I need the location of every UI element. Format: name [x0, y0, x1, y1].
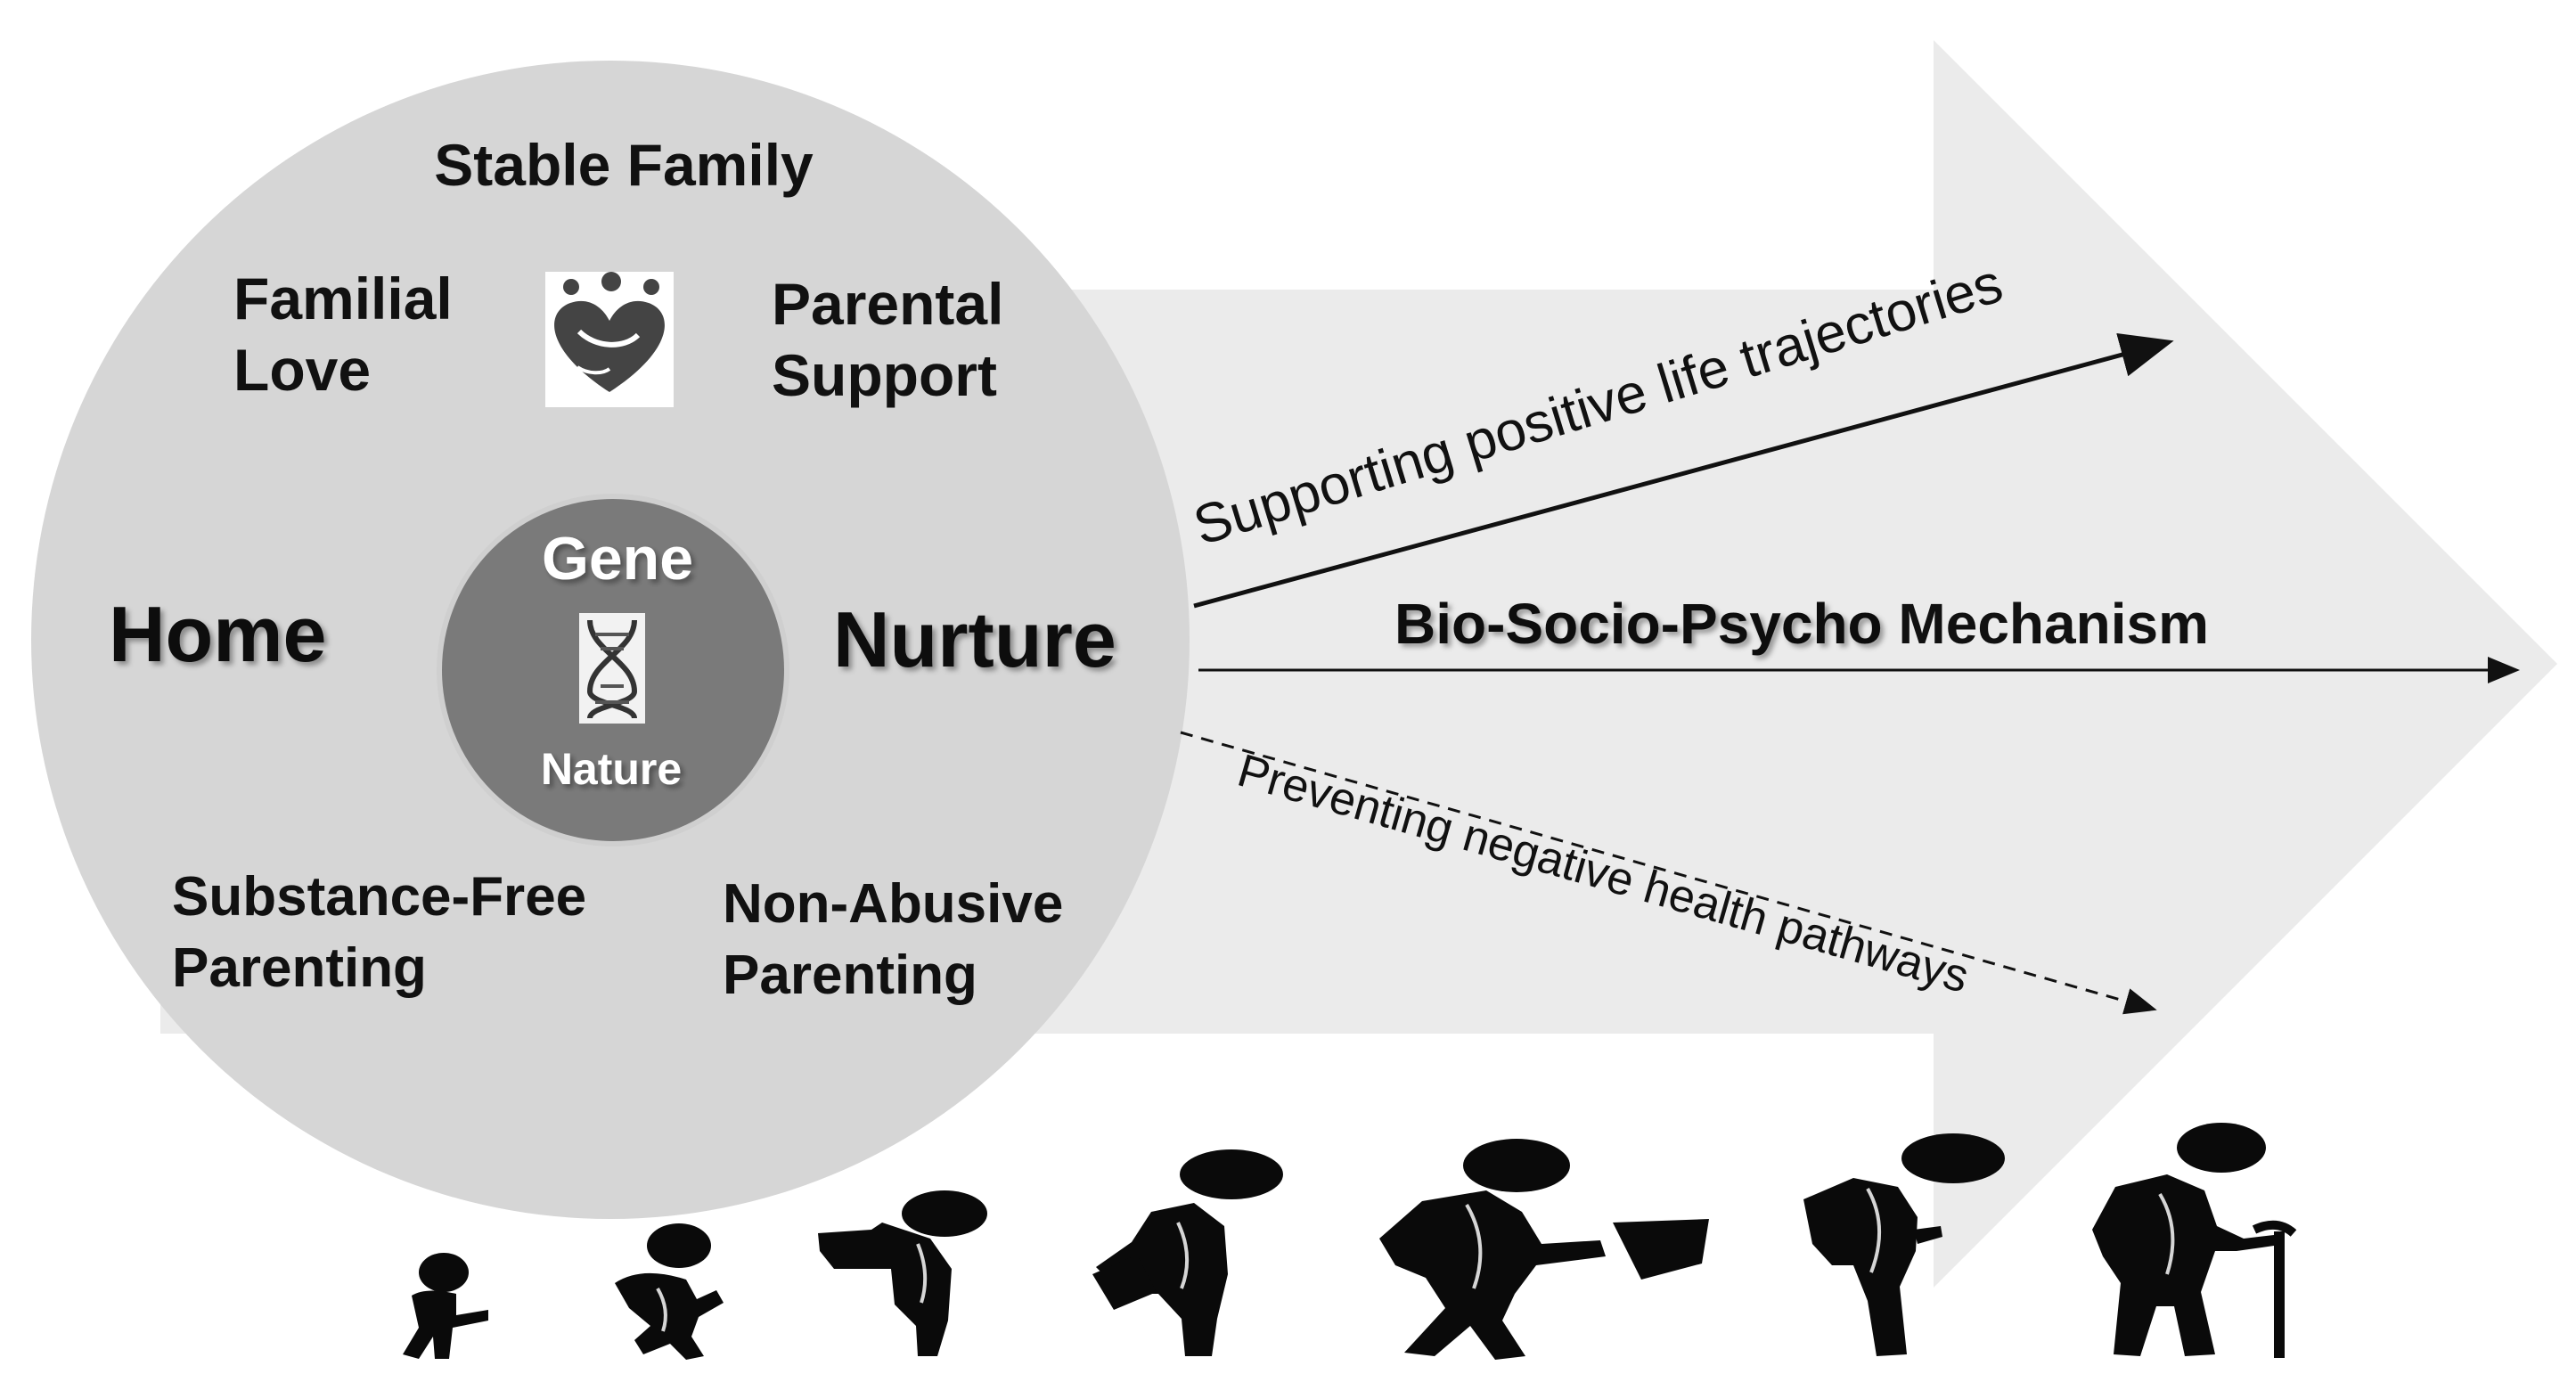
family-heart-icon	[545, 272, 674, 407]
positive-pathway-arrow	[1193, 332, 2174, 609]
mechanism-plain-label: Mechanism	[1883, 592, 2209, 656]
home-label: Home	[109, 590, 327, 678]
stable-family-label: Stable Family	[434, 132, 814, 198]
gene-label: Gene	[542, 525, 693, 593]
teen-figure-icon	[1092, 1149, 1283, 1356]
lifespan-figures	[403, 1123, 2297, 1360]
non-abusive-parenting-label: Non-Abusive Parenting	[723, 873, 1079, 1006]
toddler-figure-icon	[615, 1223, 724, 1360]
elderly-figure-icon	[2092, 1123, 2297, 1358]
adult-figure-icon	[1379, 1139, 1709, 1360]
mechanism-label: Bio-Socio-Psycho Mechanism	[1394, 592, 2209, 656]
negative-pathway-arrow	[1180, 731, 2157, 1015]
parental-support-label: Parental Support	[772, 271, 1020, 408]
nurture-label: Nurture	[833, 595, 1116, 683]
child-figure-icon	[818, 1190, 987, 1356]
substance-free-parenting-label: Substance-Free Parenting	[172, 866, 601, 999]
middle-aged-figure-icon	[1803, 1133, 2005, 1356]
nature-label: Nature	[541, 744, 682, 794]
mechanism-bold-label: Bio-Socio-Psycho	[1394, 592, 1883, 656]
dna-icon	[579, 613, 645, 724]
familial-love-label: Familial Love	[233, 266, 469, 403]
infant-figure-icon	[403, 1253, 488, 1359]
